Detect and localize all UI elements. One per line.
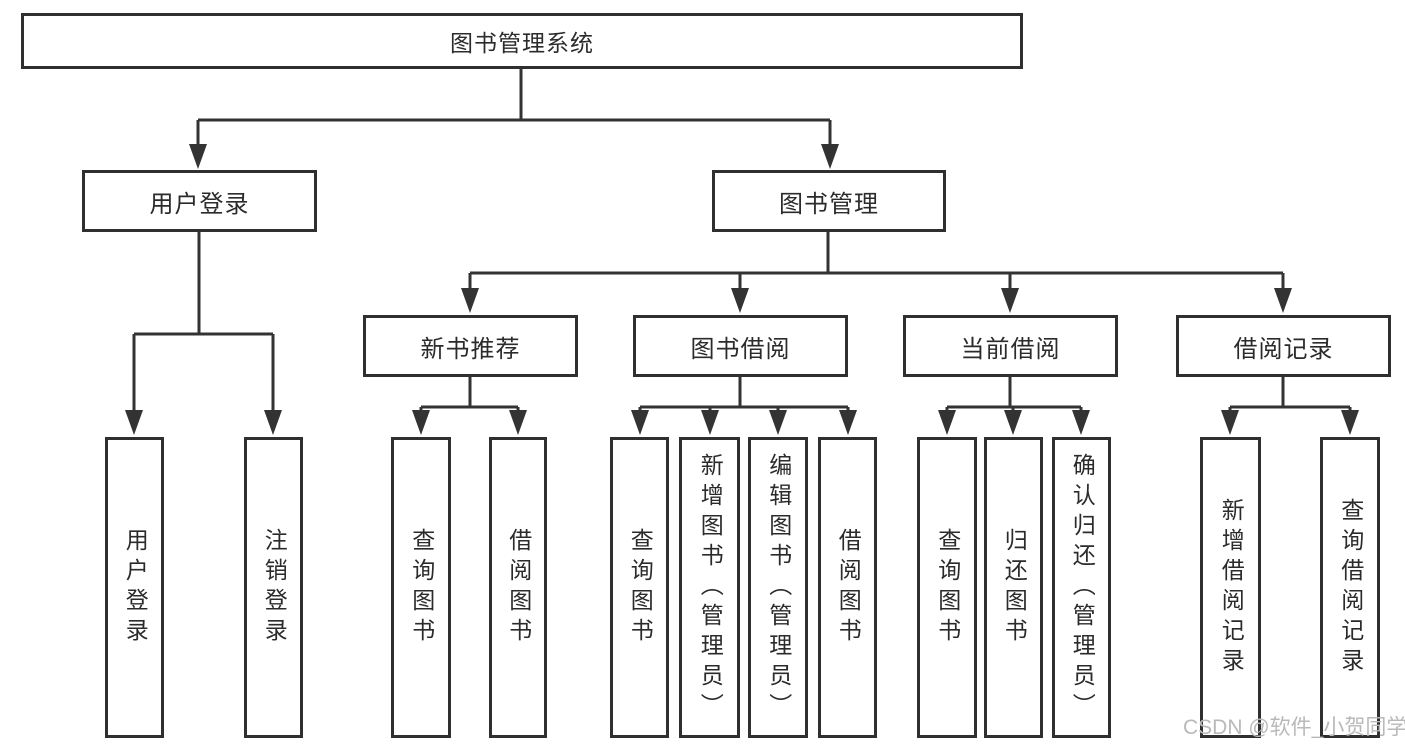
leaf-user-login: 用户登录 [105, 437, 164, 738]
leaf-records-add: 新增借阅记录 [1200, 437, 1261, 738]
leaf-borrowing-borrow: 借阅图书 [818, 437, 877, 738]
connector-borrow-records-to-leaves [1221, 377, 1359, 435]
leaf-user-login-label: 用户登录 [122, 527, 149, 648]
leaf-logout: 注销登录 [244, 437, 303, 738]
leaf-borrowing-edit-label: 编辑图书（管理员） [765, 452, 792, 723]
leaf-borrowing-query: 查询图书 [610, 437, 669, 738]
leaf-newbooks-borrow: 借阅图书 [489, 437, 547, 738]
connector-user-login-to-leaves [125, 232, 282, 435]
leaf-records-add-label: 新增借阅记录 [1218, 497, 1245, 678]
node-book-borrow-label: 图书借阅 [690, 335, 791, 363]
node-current-borrow: 当前借阅 [903, 315, 1118, 377]
leaf-borrowing-edit: 编辑图书（管理员） [748, 437, 808, 738]
node-borrow-records-label: 借阅记录 [1233, 335, 1334, 363]
leaf-newbooks-query: 查询图书 [391, 437, 451, 738]
node-new-books: 新书推荐 [363, 315, 578, 377]
leaf-current-confirm: 确认归还（管理员） [1052, 437, 1111, 738]
leaf-records-query-label: 查询借阅记录 [1337, 497, 1364, 678]
leaf-records-query: 查询借阅记录 [1320, 437, 1380, 738]
connector-book-borrow-to-leaves [631, 377, 857, 435]
node-root: 图书管理系统 [21, 13, 1023, 69]
leaf-current-return: 归还图书 [984, 437, 1043, 738]
node-book-borrow: 图书借阅 [633, 315, 848, 377]
connector-root-to-level2 [189, 69, 839, 169]
leaf-borrowing-add-label: 新增图书（管理员） [697, 452, 724, 723]
leaf-newbooks-query-label: 查询图书 [408, 527, 435, 648]
leaf-current-confirm-label: 确认归还（管理员） [1069, 452, 1096, 723]
node-borrow-records: 借阅记录 [1176, 315, 1391, 377]
connector-new-books-to-leaves [412, 377, 527, 435]
node-root-label: 图书管理系统 [450, 30, 594, 56]
connector-book-mgmt-to-level3 [461, 232, 1292, 313]
node-current-borrow-label: 当前借阅 [960, 335, 1061, 363]
node-user-login: 用户登录 [82, 170, 317, 232]
leaf-current-query: 查询图书 [917, 437, 977, 738]
csdn-watermark: CSDN @软件_小贺同学 [1183, 716, 1405, 739]
leaf-current-return-label: 归还图书 [1001, 527, 1028, 648]
leaf-borrowing-query-label: 查询图书 [627, 527, 654, 648]
leaf-current-query-label: 查询图书 [934, 527, 961, 648]
leaf-newbooks-borrow-label: 借阅图书 [505, 527, 532, 648]
node-user-login-label: 用户登录 [149, 190, 250, 218]
leaf-borrowing-borrow-label: 借阅图书 [835, 527, 862, 648]
leaf-logout-label: 注销登录 [261, 527, 288, 648]
connector-current-borrow-to-leaves [938, 377, 1090, 435]
node-book-mgmt-label: 图书管理 [779, 190, 879, 218]
leaf-borrowing-add: 新增图书（管理员） [679, 437, 740, 738]
node-book-mgmt: 图书管理 [712, 170, 946, 232]
node-new-books-label: 新书推荐 [420, 335, 521, 363]
